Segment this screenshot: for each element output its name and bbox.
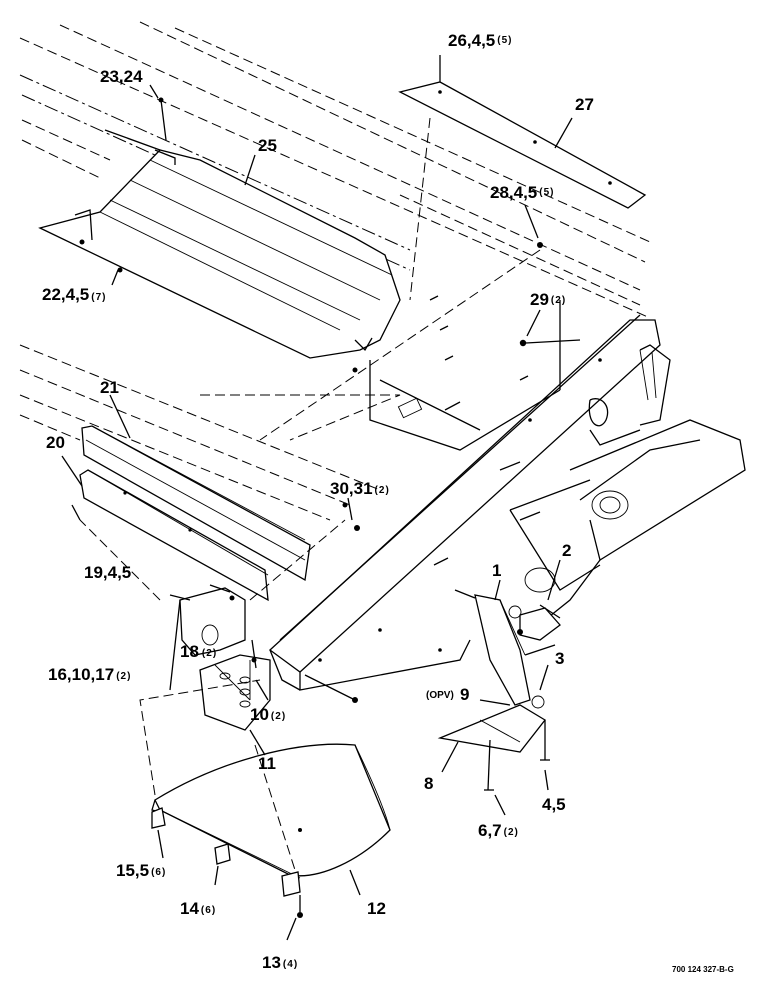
callout-29: 29(2) <box>530 290 566 309</box>
part-21-angle-strip <box>81 425 311 582</box>
callout-labels: 26,4,5(5) 27 23,24 25 28,4,5(5) 22,4,5(7… <box>42 31 734 974</box>
callout-6: 6,7(2) <box>478 821 519 840</box>
callout-14: 14(6) <box>180 899 216 918</box>
callout-10: 10(2) <box>250 705 286 724</box>
callout-27: 27 <box>575 95 594 114</box>
callout-3: 3 <box>555 649 564 668</box>
callout-1: 1 <box>492 561 501 580</box>
callout-26: 26,4,5(5) <box>448 31 513 50</box>
callout-21: 21 <box>100 378 119 397</box>
frame-holes <box>318 295 602 662</box>
opv-note: (OPV) <box>426 690 454 701</box>
part-12-skid-shoe <box>151 743 391 879</box>
part-27-top-plate <box>398 70 647 301</box>
callout-13: 13(4) <box>262 953 298 972</box>
callout-20: 20 <box>46 433 65 452</box>
skid-clips <box>151 807 303 918</box>
callout-25: 25 <box>258 136 277 155</box>
part-11-bracket <box>199 639 271 731</box>
fasteners <box>79 242 581 796</box>
callout-12: 12 <box>367 899 386 918</box>
callout-9: 9 <box>460 685 469 704</box>
callout-28: 28,4,5(5) <box>490 183 555 202</box>
drawing-code: 700 124 327-B-G <box>672 965 734 974</box>
callout-16: 16,10,17(2) <box>48 665 131 684</box>
frame-rails-middle <box>19 344 401 521</box>
callout-8: 8 <box>424 774 433 793</box>
callout-30: 30,31(2) <box>330 479 390 498</box>
part-20-strip <box>79 469 269 602</box>
callout-2: 2 <box>562 541 571 560</box>
part-18-bracket <box>169 584 246 656</box>
part-25-cover-shield <box>38 97 401 373</box>
leader-arrows <box>61 55 573 941</box>
callout-22: 22,4,5(7) <box>42 285 107 304</box>
callout-19: 19,4,5 <box>84 563 131 582</box>
right-bracket-assembly <box>437 589 561 791</box>
callout-15: 15,5(6) <box>116 861 166 880</box>
main-frame <box>268 300 746 691</box>
callout-4: 4,5 <box>542 795 566 814</box>
callout-18: 18(2) <box>180 642 217 661</box>
callout-11: 11 <box>258 754 276 773</box>
callout-23: 23,24 <box>100 67 143 86</box>
